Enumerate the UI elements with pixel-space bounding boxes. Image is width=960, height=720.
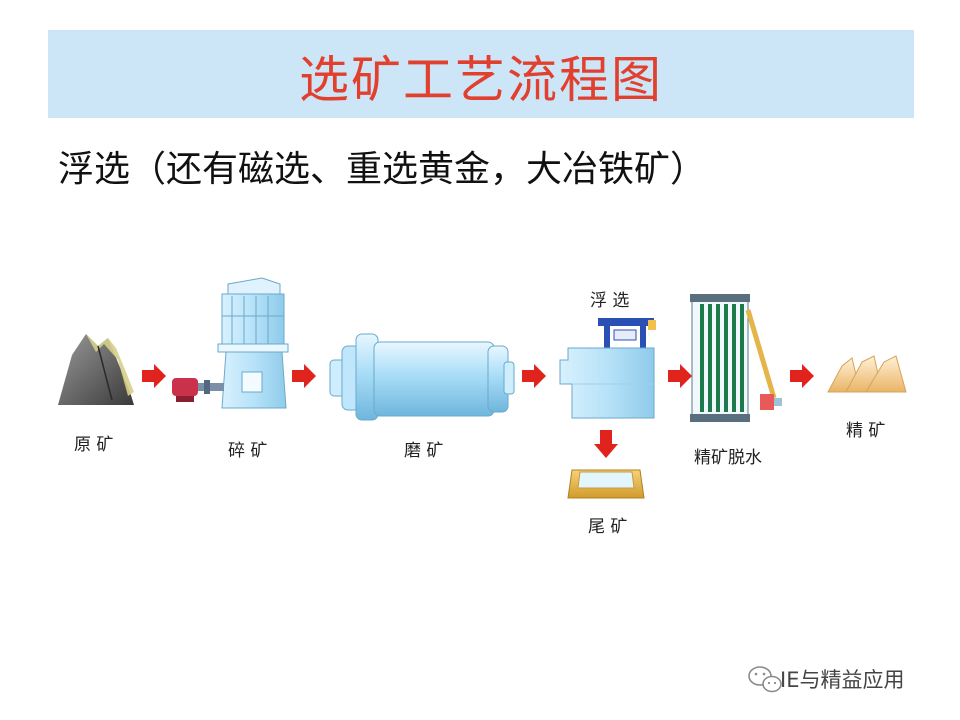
flow-arrow-3 [522,364,546,388]
wechat-logo-icon [748,666,782,693]
label-flotation: 浮 选 [590,291,630,311]
label-tailings: 尾 矿 [588,517,628,537]
ball-mill-icon [329,333,515,421]
flow-arrow-4 [668,364,692,388]
flow-arrow-5 [790,364,814,388]
label-raw-ore: 原 矿 [74,435,114,455]
flotation-cell-icon [559,318,656,419]
title-bar: 选矿工艺流程图 [48,30,914,118]
page-title: 选矿工艺流程图 [299,51,663,109]
watermark-text: IE与精益应用 [780,668,905,692]
raw-ore-pile-icon [58,334,134,405]
filter-press-icon [690,294,782,422]
flow-arrow-down [594,430,618,458]
subtitle: 浮选（还有磁选、重选黄金，大冶铁矿） [58,149,707,190]
label-dewatering: 精矿脱水 [694,448,762,468]
label-crushing: 碎 矿 [228,441,268,461]
concentrate-pile-icon [827,355,907,393]
crusher-icon [172,277,289,409]
watermark: IE与精益应用 [742,664,904,694]
flow-arrow-1 [142,364,166,388]
label-concentrate: 精 矿 [846,421,886,441]
label-grinding: 磨 矿 [404,441,444,461]
tailings-tray-icon [567,469,645,499]
flow-arrow-2 [292,364,316,388]
